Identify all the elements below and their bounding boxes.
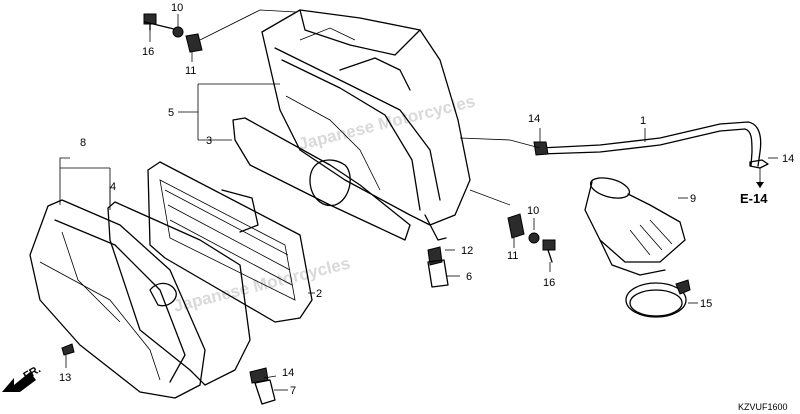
callout-6: 6	[466, 271, 472, 283]
air-intake-duct	[584, 177, 686, 276]
leader-5-3	[178, 83, 280, 141]
callout-14-bottom: 14	[282, 367, 294, 379]
callout-9: 9	[690, 193, 696, 205]
callout-14-left: 14	[528, 113, 540, 125]
housing-gasket	[232, 117, 411, 241]
drain-plug-6	[427, 259, 449, 288]
front-direction-label: FR.	[22, 363, 43, 382]
callout-7: 7	[290, 385, 296, 397]
grommet-11-top	[185, 33, 203, 53]
cover-gasket	[107, 201, 251, 386]
breather-tube	[539, 121, 762, 167]
leader-top-fastener	[199, 9, 297, 41]
screw-13	[61, 343, 75, 356]
watermark-text: Japanese Motorcycles	[171, 254, 352, 316]
leader-housing-tube	[459, 137, 541, 149]
tube-clip-left	[533, 141, 549, 156]
leader-8	[59, 157, 111, 210]
collar-10-mid	[528, 232, 540, 244]
air-cleaner-cover	[29, 199, 206, 399]
watermark-text-upper: Japanese Motorcycles	[296, 92, 477, 154]
callout-5: 5	[168, 107, 174, 119]
bolt-16-mid	[542, 239, 556, 263]
leader-housing-bolt	[469, 189, 511, 206]
grommet-11-mid	[507, 213, 525, 239]
callout-11-top: 11	[185, 65, 196, 77]
reference-label: E-14	[740, 191, 768, 206]
e14-arrow-icon	[756, 182, 764, 188]
callout-8: 8	[80, 137, 86, 149]
callout-11-mid: 11	[507, 250, 518, 262]
front-direction-arrow-icon	[2, 372, 36, 392]
tube-clip-right	[749, 159, 769, 169]
callout-16-mid: 16	[543, 277, 555, 289]
drain-tube-7	[254, 379, 276, 405]
callout-15: 15	[700, 298, 712, 310]
diagram-code: KZVUF1600	[738, 402, 788, 412]
air-filter-element	[147, 161, 313, 323]
callout-16-top: 16	[142, 46, 154, 58]
callout-2: 2	[316, 288, 322, 300]
callout-1: 1	[640, 115, 646, 127]
callout-12: 12	[461, 245, 473, 257]
callout-3: 3	[206, 135, 212, 147]
callout-10-mid: 10	[527, 205, 539, 217]
intake-band	[625, 279, 691, 318]
bolt-16-top	[143, 13, 179, 31]
callout-10-top: 10	[171, 2, 183, 14]
collar-10-top	[172, 26, 184, 38]
leader-14-bottom	[263, 375, 277, 379]
callout-14-right: 14	[782, 153, 794, 165]
callout-13: 13	[59, 372, 71, 384]
callout-4: 4	[110, 181, 116, 193]
